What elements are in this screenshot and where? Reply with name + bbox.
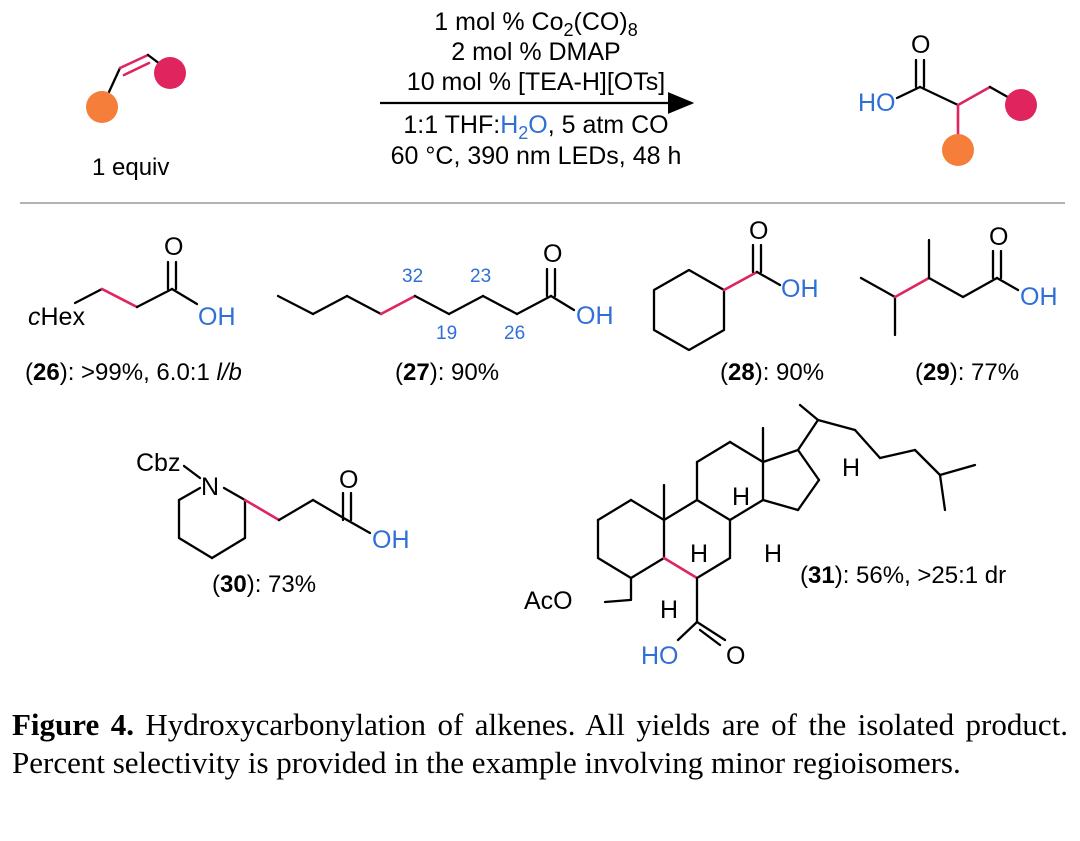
h-label: H	[690, 540, 708, 568]
product-o-label: O	[911, 31, 930, 59]
red-substituent-dot	[154, 57, 186, 89]
compound-27-yield: (27): 90%	[395, 359, 499, 386]
compound-26-yield: (26): >99%, 6.0:1 l/b	[25, 359, 242, 386]
selectivity-label: 23	[470, 266, 491, 287]
selectivity-label: 32	[402, 266, 423, 287]
o-label: O	[543, 240, 562, 268]
condition-catalyst: 1 mol % Co2(CO)8	[434, 8, 637, 40]
condition-dmap: 2 mol % DMAP	[451, 38, 620, 66]
orange-substituent-dot	[86, 91, 118, 123]
o-label: O	[339, 466, 358, 494]
oh-label: OH	[1020, 283, 1058, 311]
o-label: O	[989, 223, 1008, 251]
red-substituent-dot	[1005, 89, 1037, 121]
oh-label: OH	[781, 275, 819, 303]
compound-30: Cbz N O OH	[136, 449, 410, 560]
ho-label: HO	[641, 642, 679, 670]
chex-label: cHex	[28, 303, 85, 331]
figure-caption: Figure 4. Hydroxycarbonylation of alkene…	[12, 706, 1068, 782]
condition-additive: 10 mol % [TEA-H][OTs]	[407, 68, 665, 96]
compound-29-yield: (29): 77%	[915, 359, 1019, 386]
reactant-label: 1 equiv	[92, 154, 169, 181]
o-label: O	[164, 233, 183, 261]
h-label: H	[764, 540, 782, 568]
figure-label: Figure 4.	[12, 707, 134, 742]
cbz-label: Cbz	[136, 449, 180, 477]
product-ho-label: HO	[858, 89, 896, 117]
reactant-alkene	[86, 53, 186, 123]
aco-label: AcO	[524, 587, 573, 615]
compound-31-yield: (31): 56%, >25:1 dr	[800, 562, 1006, 589]
caption-text: Hydroxycarbonylation of alkenes. All yie…	[12, 707, 1068, 780]
oh-label: OH	[198, 303, 236, 331]
h-label: H	[732, 483, 750, 511]
h-label: H	[660, 596, 678, 624]
compound-28-yield: (28): 90%	[720, 359, 824, 386]
selectivity-label: 19	[436, 323, 457, 344]
reaction-scheme: 1 equiv 1 mol % Co2(CO)8 2 mol % DMAP 10…	[20, 8, 1065, 670]
selectivity-label: 26	[504, 323, 525, 344]
compound-30-yield: (30): 73%	[212, 571, 316, 598]
condition-temperature: 60 °C, 390 nm LEDs, 48 h	[391, 142, 682, 170]
o-label: O	[749, 217, 768, 245]
h-label: H	[842, 454, 860, 482]
compound-27: O OH 32 23 19 26	[276, 240, 614, 344]
compound-31: O HO AcO H H H H H	[524, 403, 977, 670]
o-label: O	[726, 642, 745, 670]
compound-26: cHex O OH	[28, 233, 236, 331]
n-label: N	[201, 473, 219, 501]
orange-substituent-dot	[942, 134, 974, 166]
oh-label: OH	[372, 526, 410, 554]
compound-28: O OH	[652, 217, 819, 352]
compound-29: O OH	[859, 223, 1058, 337]
product-acid: HO O	[858, 31, 1037, 166]
condition-solvent: 1:1 THF:H2O, 5 atm CO	[403, 111, 668, 143]
oh-label: OH	[576, 302, 614, 330]
